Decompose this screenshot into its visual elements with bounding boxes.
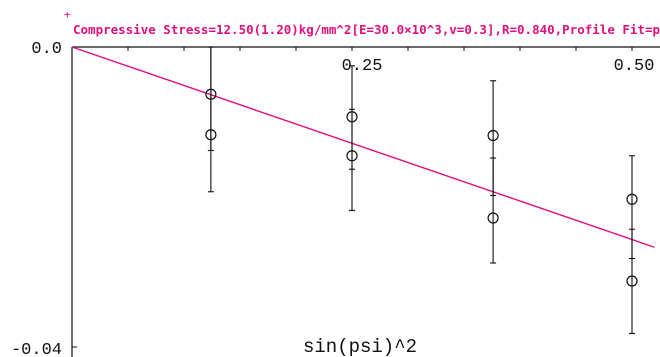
x-minor-ticks <box>127 47 633 51</box>
x-tick-label-0: 0.25 <box>342 57 383 76</box>
title-marker: + <box>64 8 71 21</box>
data-point-group <box>626 228 638 335</box>
x-axis-label: sin(psi)^2 <box>303 336 417 357</box>
data-points <box>205 46 638 335</box>
y-tick-label-1: -0.04 <box>11 341 62 357</box>
axes <box>71 46 660 357</box>
fit-line <box>71 46 655 248</box>
data-point-group <box>205 46 217 193</box>
x-tick-label-1: 0.50 <box>614 57 655 76</box>
chart-title: Compressive Stress=12.50(1.20)kg/mm^2[E=… <box>73 22 660 37</box>
data-point-group <box>346 108 358 212</box>
data-point <box>626 193 638 205</box>
data-point <box>626 275 638 287</box>
y-tick-label-0: 0.0 <box>31 40 62 59</box>
data-point <box>205 129 217 141</box>
data-point-group <box>487 157 499 264</box>
data-point <box>346 150 358 162</box>
data-point <box>487 212 499 224</box>
data-point <box>487 129 499 142</box>
